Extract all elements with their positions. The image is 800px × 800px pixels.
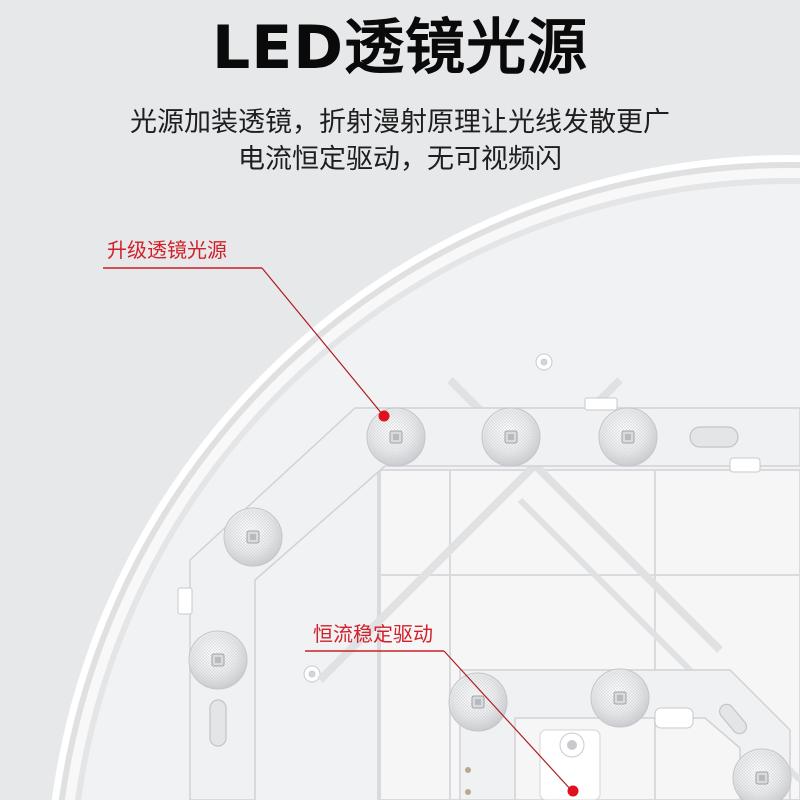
callout-lens-pointer: [103, 267, 390, 422]
subtitle-line-2: 电流恒定驱动，无可视频闪: [238, 144, 562, 175]
led-strip: [189, 407, 800, 800]
callout-label-lens: 升级透镜光源: [107, 238, 227, 262]
callout-label-driver: 恒流稳定驱动: [313, 622, 433, 646]
strip-clips: [177, 397, 761, 729]
page-title: LED透镜光源: [211, 13, 589, 83]
callout-driver-pointer: [305, 650, 579, 797]
subtitle-line-1: 光源加装透镜，折射漫射原理让光线发散更广: [130, 107, 670, 138]
driver-module: [465, 729, 601, 800]
strip-slots: [209, 426, 748, 747]
